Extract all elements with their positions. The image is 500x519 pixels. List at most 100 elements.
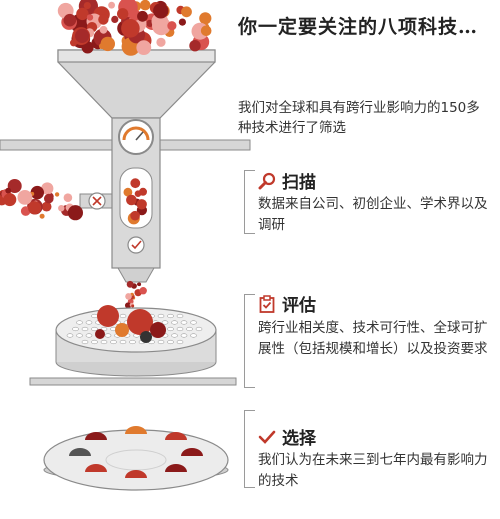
column-dot [126, 194, 137, 206]
hopper-dot [76, 7, 89, 21]
output-plate [43, 429, 229, 491]
hopper-dot [153, 3, 169, 19]
column-dot [123, 187, 133, 197]
column-dot [130, 210, 140, 221]
section-label: 扫描 [282, 173, 316, 193]
sieve-hole [157, 339, 165, 345]
sieve-hole [76, 333, 83, 338]
sieve-hole [66, 333, 74, 338]
upper-pipe-right [149, 139, 251, 151]
rejected-dot [3, 193, 17, 207]
technology-dome [165, 432, 187, 440]
hopper-dot [83, 2, 91, 10]
hopper-dot [99, 25, 108, 34]
intro-text: 我们对全球和具有跨行业影响力的150多种技术进行了筛选 [238, 100, 480, 136]
section-bracket [244, 170, 255, 234]
sieve-hole [176, 339, 184, 345]
rejected-dot [30, 185, 44, 200]
sieve-hole [129, 339, 136, 345]
rejected-dot [27, 201, 42, 215]
gauge-needle [135, 131, 144, 141]
sieve-hole [171, 320, 178, 325]
hopper-dot [136, 40, 152, 55]
sieve-hole [190, 333, 197, 338]
sieve-dot [115, 323, 129, 337]
sieve-hole [161, 320, 169, 325]
sieve-dot [140, 331, 152, 343]
falling-dots [125, 280, 147, 309]
page-title: 你一定要关注的八项科技… [238, 16, 479, 38]
falling-dot [125, 302, 132, 309]
sieve-hole [91, 313, 98, 319]
sieve-hole [100, 339, 108, 345]
sieve-hole [119, 339, 127, 345]
rejected-dot [41, 182, 54, 195]
sieve-dot [97, 305, 119, 327]
section-label: 选择 [282, 429, 316, 449]
hopper-dots [57, 0, 212, 56]
hopper-dot [108, 1, 115, 9]
hopper-dot [137, 10, 148, 22]
column-dot [136, 199, 147, 210]
accept-valve-icon [127, 236, 145, 254]
magnifier-icon [258, 172, 276, 189]
hopper-dot [63, 13, 77, 27]
sieve-hole [85, 320, 93, 325]
sieve-hole [186, 326, 193, 332]
technology-dome [85, 464, 107, 472]
selected-technologies [69, 426, 203, 478]
falling-dot [126, 280, 134, 288]
sieve-dot [95, 329, 105, 339]
clipboard-check-icon [259, 294, 275, 313]
column-dots [123, 178, 147, 225]
gauge-dial [122, 126, 150, 141]
sieve-dot [127, 309, 153, 335]
hopper-dot [111, 15, 119, 23]
technology-dome [125, 426, 147, 434]
hopper-dot [139, 0, 151, 11]
sieve-hole [176, 326, 184, 332]
hopper-dot [199, 12, 212, 25]
hopper-dot [200, 25, 212, 37]
rejected-dot [44, 193, 54, 204]
sieve-dot [150, 322, 166, 338]
section-bracket [244, 410, 255, 488]
sieve-hole [157, 313, 165, 319]
rejected-dot [17, 190, 33, 205]
rejected-dot [67, 205, 83, 221]
section-evaluate-header: 评估 [258, 291, 316, 316]
sieve-stand [29, 377, 237, 386]
sieve-hole [119, 313, 127, 319]
sieve-hole [195, 326, 203, 332]
sieve-hole [167, 313, 174, 319]
sieve-hole [91, 326, 98, 332]
rejected-dot [7, 179, 22, 193]
rejected-dot [5, 187, 12, 194]
sieve-hole [110, 339, 117, 345]
sieve-hole [81, 326, 89, 332]
column-dot [139, 187, 147, 196]
rejected-dot [63, 193, 73, 202]
falling-dot [139, 287, 147, 295]
falling-dot [125, 293, 132, 300]
sieve-hole [85, 333, 93, 338]
hopper-dot [189, 40, 201, 52]
hopper-dot [100, 36, 116, 52]
rejected-dot [39, 213, 45, 219]
falling-dot [137, 282, 142, 287]
section-select-text: 我们认为在未来三到七年内最有影响力的技术 [258, 452, 488, 489]
rejected-dot [58, 205, 65, 212]
hopper-dot [121, 19, 140, 38]
sieve-hole [171, 333, 178, 338]
section-bracket [244, 294, 255, 388]
sieve-dots [95, 305, 166, 343]
gauge [118, 119, 154, 155]
section-select-header: 选择 [258, 424, 316, 449]
column-dot [130, 178, 141, 189]
section-scan-text: 数据来自公司、初创企业、学术界以及调研 [258, 196, 488, 233]
hopper-dot [178, 18, 186, 26]
sieve-hole [167, 326, 174, 332]
hopper-dot [86, 14, 94, 21]
technology-dome [125, 470, 147, 478]
